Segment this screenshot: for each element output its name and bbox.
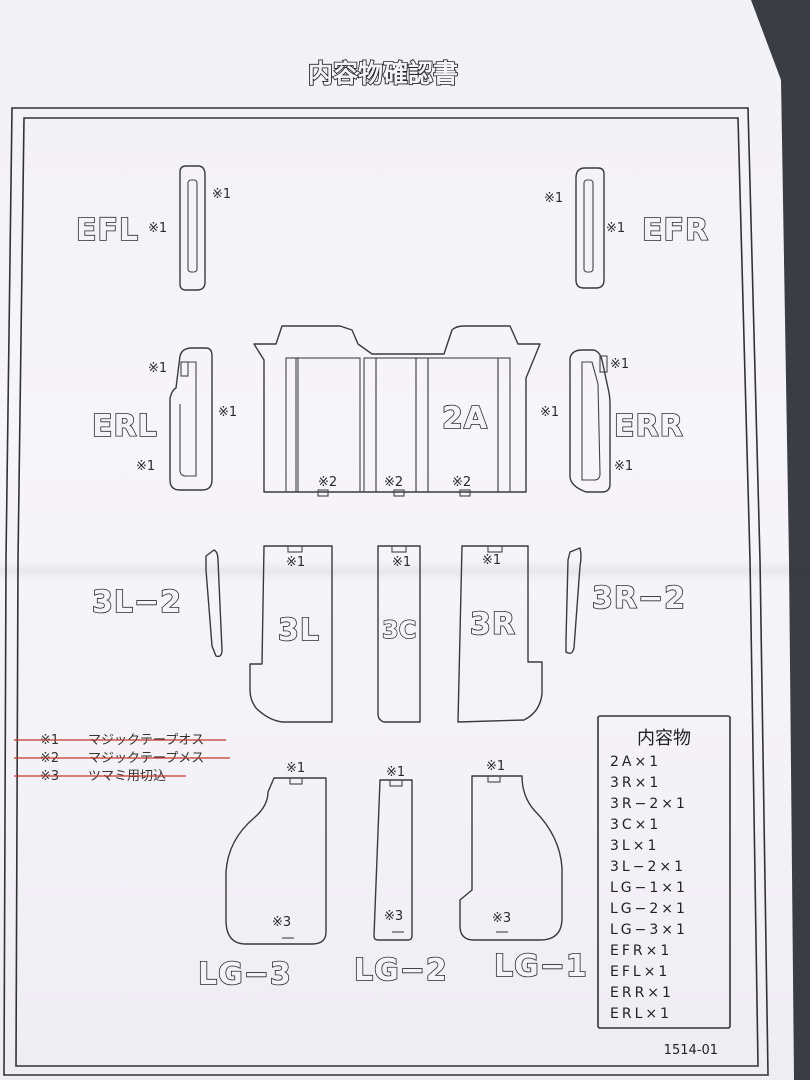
part-3r-2: 3R−2 — [565, 547, 686, 655]
part-err: ERR ※1 ※1 ※1 — [540, 349, 684, 493]
part-efr: EFR ※1 ※1 — [544, 167, 709, 289]
mark-2a-left: ※2 — [318, 475, 337, 490]
legend: ※1 マジックテープオス ※2 マジックテープメス ※3 ツマミ用切込 — [14, 733, 230, 784]
mark-efl-top: ※1 — [212, 187, 231, 202]
contents-item: 3L−2×1 — [610, 859, 686, 875]
mark-2a-center: ※2 — [384, 475, 403, 490]
part-lg-1: LG−1 ※1 ※3 — [459, 759, 588, 985]
label-3r: 3R — [470, 607, 516, 642]
mark-lg3-top: ※1 — [286, 761, 305, 776]
mark-erl-side: ※1 — [218, 405, 237, 420]
label-efl: EFL — [76, 213, 139, 248]
contents-item: EFR×1 — [610, 943, 672, 959]
mark-3c-top: ※1 — [392, 555, 411, 570]
mark-efl-side: ※1 — [148, 221, 167, 236]
mark-err-top: ※1 — [610, 357, 629, 372]
mark-2a-right: ※2 — [452, 475, 471, 490]
legend-item-3: ※3 ツマミ用切込 — [14, 769, 186, 784]
contents-header: 内容物 — [637, 728, 691, 749]
legend-item-2: ※2 マジックテープメス — [14, 751, 230, 766]
contents-item: ERR×1 — [610, 985, 674, 1001]
mark-3l-top: ※1 — [286, 555, 305, 570]
contents-item: 2A×1 — [610, 754, 661, 770]
contents-list: 2A×1 3R×1 3R−2×1 3C×1 3L×1 3L−2×1LG−1×1LG−2×1… — [610, 754, 688, 1022]
mark-err-bottom: ※1 — [614, 459, 633, 474]
mark-3r-top: ※1 — [482, 553, 501, 568]
label-3r-2: 3R−2 — [592, 581, 686, 616]
legend-item-1: ※1 マジックテープオス — [14, 733, 226, 748]
label-2a: 2A — [442, 401, 488, 436]
label-lg-3: LG−3 — [198, 957, 292, 992]
contents-item: 3R−2×1 — [610, 796, 688, 812]
label-3l-2: 3L−2 — [92, 585, 182, 620]
part-2a: 2A ※2 ※2 ※2 — [253, 325, 541, 497]
mark-lg3-bottom: ※3 — [272, 915, 291, 930]
contents-item: 3R×1 — [610, 775, 661, 791]
part-3l: 3L ※1 — [249, 545, 333, 723]
part-3l-2: 3L−2 — [91, 549, 223, 658]
part-3c: 3C ※1 — [377, 545, 421, 723]
mark-lg1-bottom: ※3 — [492, 911, 511, 926]
document-code: 1514-01 — [664, 1043, 718, 1058]
part-lg-3: LG−3 ※1 ※3 — [197, 761, 327, 993]
mark-err-side: ※1 — [540, 405, 559, 420]
mark-efr-top: ※1 — [544, 191, 563, 206]
contents-item: LG−3×1 — [610, 922, 688, 938]
label-lg-1: LG−1 — [494, 949, 588, 984]
part-efl: EFL ※1 ※1 — [75, 165, 231, 291]
part-3r: 3R ※1 — [457, 545, 543, 723]
label-efr: EFR — [642, 213, 709, 248]
mark-lg1-top: ※1 — [486, 759, 505, 774]
contents-item: ERL×1 — [610, 1006, 672, 1022]
label-erl: ERL — [92, 409, 158, 444]
mark-erl-bottom: ※1 — [136, 459, 155, 474]
document-title: 内容物確認書 — [308, 59, 458, 88]
part-lg-2: LG−2 ※1 ※3 — [353, 765, 448, 989]
contents-item: LG−1×1 — [610, 880, 688, 896]
outer-frame — [3, 107, 769, 1076]
label-3c: 3C — [382, 616, 416, 644]
label-lg-2: LG−2 — [354, 953, 448, 988]
mark-lg2-top: ※1 — [386, 765, 405, 780]
mark-lg2-bottom: ※3 — [384, 909, 403, 924]
contents-item: EFL×1 — [610, 964, 670, 980]
contents-item: 3L×1 — [610, 838, 659, 854]
label-err: ERR — [614, 409, 684, 444]
inner-frame — [15, 117, 759, 1067]
paper-fold-crease — [0, 560, 810, 582]
label-3l: 3L — [278, 613, 320, 648]
contents-item: 3C×1 — [610, 817, 661, 833]
part-erl: ERL ※1 ※1 ※1 — [91, 347, 237, 491]
mark-erl-top: ※1 — [148, 361, 167, 376]
mark-efr-side: ※1 — [606, 221, 625, 236]
contents-item: LG−2×1 — [610, 901, 688, 917]
contents-box: 内容物 2A×1 3R×1 3R−2×1 3C×1 3L×1 3L−2×1LG−1×1LG… — [597, 715, 731, 1029]
